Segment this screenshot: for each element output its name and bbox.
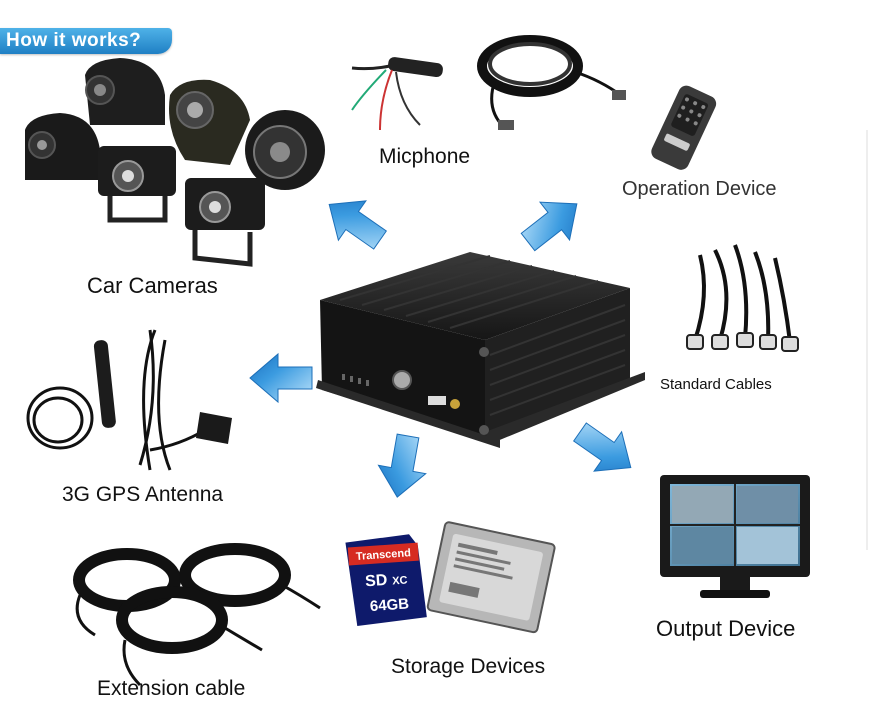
- sd-brand: Transcend: [356, 547, 412, 563]
- microphone-icon: [351, 57, 443, 131]
- extension-cable-icon: [73, 543, 321, 687]
- car-camera-icon: [25, 58, 325, 267]
- dvr-box-icon: [316, 252, 645, 448]
- sd-capacity: 64GB: [369, 595, 409, 615]
- standard-cables-icon: [686, 244, 799, 352]
- label-extension-cable: Extension cable: [97, 677, 246, 700]
- cable-coil-icon: [477, 35, 626, 130]
- banner-text: How it works?: [6, 30, 142, 51]
- label-gps-antenna: 3G GPS Antenna: [62, 483, 224, 506]
- gps-antenna-icon: [26, 329, 232, 471]
- label-micphone: Micphone: [379, 145, 471, 168]
- sd-type: SD: [365, 572, 388, 591]
- remote-control-icon: [651, 85, 717, 170]
- how-it-works-banner: How it works?: [0, 28, 172, 54]
- edge-divider: [866, 130, 868, 550]
- monitor-icon: [660, 475, 810, 598]
- label-storage-devices: Storage Devices: [391, 655, 546, 678]
- label-operation-device: Operation Device: [622, 178, 777, 200]
- hard-drive-icon: [426, 521, 556, 634]
- label-car-cameras: Car Cameras: [87, 273, 218, 298]
- label-standard-cables: Standard Cables: [660, 376, 772, 393]
- sd-card-icon: Transcend SD XC 64GB: [345, 534, 427, 627]
- sd-sub: XC: [392, 574, 408, 587]
- label-output-device: Output Device: [656, 616, 796, 641]
